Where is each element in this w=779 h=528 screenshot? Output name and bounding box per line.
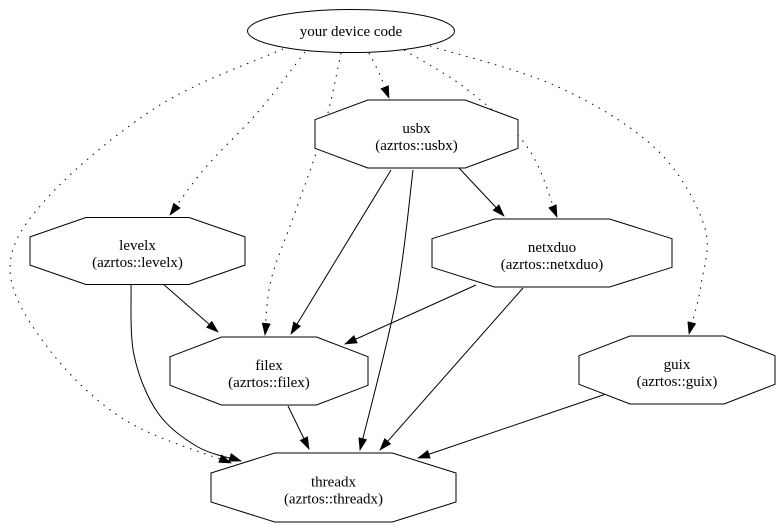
edge-usbx-threadx xyxy=(358,169,414,451)
edge-device-levelx xyxy=(169,51,306,216)
usbx-shape xyxy=(314,99,519,169)
device-label: your device code xyxy=(300,24,403,40)
edge-guix-threadx xyxy=(417,393,607,459)
netxduo-shape xyxy=(431,218,673,288)
guix-shape xyxy=(578,335,776,405)
edge-device-usbx xyxy=(368,52,390,99)
node-filex: filex(azrtos::filex) xyxy=(169,336,369,406)
threadx-label: threadx xyxy=(311,475,356,491)
edge-filex-threadx xyxy=(287,405,310,450)
guix-sublabel: (azrtos::guix) xyxy=(637,374,718,390)
edge-device-threadx xyxy=(9,48,284,464)
edge-netxduo-threadx xyxy=(379,287,524,451)
node-netxduo: netxduo(azrtos::netxduo) xyxy=(431,218,673,288)
node-threadx: threadx(azrtos::threadx) xyxy=(210,452,457,523)
node-levelx: levelx(azrtos::levelx) xyxy=(29,217,246,285)
edge-netxduo-filex xyxy=(344,284,477,345)
guix-label: guix xyxy=(664,357,691,373)
edge-levelx-filex xyxy=(161,282,219,333)
edge-levelx-threadx xyxy=(130,284,242,462)
usbx-sublabel: (azrtos::usbx) xyxy=(375,138,457,154)
node-device: your device code xyxy=(247,9,455,53)
usbx-label: usbx xyxy=(402,121,431,137)
edge-device-filex xyxy=(261,52,342,336)
levelx-label: levelx xyxy=(119,238,156,254)
filex-label: filex xyxy=(255,358,283,374)
netxduo-label: netxduo xyxy=(528,240,576,256)
filex-shape xyxy=(169,336,369,406)
levelx-sublabel: (azrtos::levelx) xyxy=(92,255,183,271)
edge-usbx-filex xyxy=(290,169,392,335)
levelx-shape xyxy=(29,217,246,285)
filex-sublabel: (azrtos::filex) xyxy=(228,375,310,391)
edge-device-guix xyxy=(429,45,708,335)
threadx-shape xyxy=(210,452,457,523)
edge-usbx-netxduo xyxy=(458,167,505,217)
threadx-sublabel: (azrtos::threadx) xyxy=(284,492,383,508)
device-shape xyxy=(247,9,455,53)
node-usbx: usbx(azrtos::usbx) xyxy=(314,99,519,169)
netxduo-sublabel: (azrtos::netxduo) xyxy=(501,257,603,273)
node-guix: guix(azrtos::guix) xyxy=(578,335,776,405)
